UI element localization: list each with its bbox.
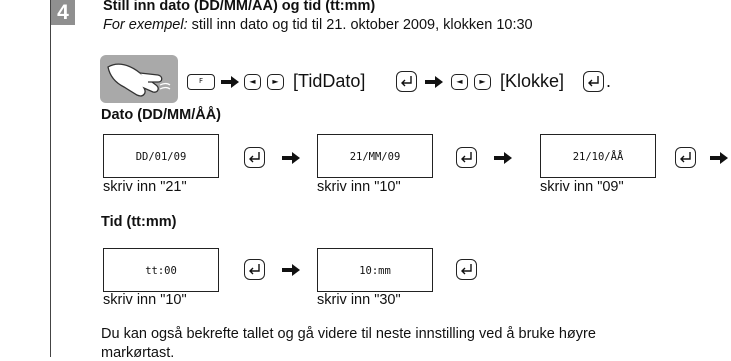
finger-press-icon: [100, 55, 178, 103]
lcd-display: tt:00: [103, 248, 219, 292]
input-caption: skriv inn "30": [317, 292, 401, 308]
example-text: still inn dato og tid til 21. oktober 20…: [187, 17, 533, 33]
right-cursor-key-icon: ►: [474, 74, 491, 90]
enter-key-icon: [396, 71, 417, 92]
input-caption: skriv inn "10": [317, 179, 401, 195]
function-key-icon: F: [187, 74, 215, 90]
example-line: For exempel: still inn dato og tid til 2…: [103, 17, 533, 33]
example-prefix: For exempel:: [103, 17, 188, 33]
sequence-period: .: [606, 71, 612, 91]
enter-key-icon: [675, 147, 696, 168]
enter-key-icon: [244, 259, 265, 280]
left-cursor-key-icon: ◄: [451, 74, 468, 90]
lcd-display: 21/MM/09: [317, 134, 433, 178]
enter-key-icon: [456, 147, 477, 168]
date-section-title: Dato (DD/MM/ÅÅ): [101, 107, 222, 123]
lcd-display: 21/10/ÅÅ: [540, 134, 656, 178]
left-margin-rule: [50, 0, 51, 357]
note-line-2: markørtast.: [101, 345, 175, 361]
lcd-display: DD/01/09: [103, 134, 219, 178]
time-section-title: Tid (tt:mm): [101, 214, 177, 230]
right-arrow-icon: [425, 76, 443, 88]
input-caption: skriv inn "10": [103, 292, 187, 308]
right-arrow-icon: [282, 152, 300, 164]
lcd-display: 10:mm: [317, 248, 433, 292]
left-cursor-key-icon: ◄: [244, 74, 261, 90]
step-heading: Still inn dato (DD/MM/ÅÅ) og tid (tt:mm): [103, 0, 376, 14]
klokke-label: [Klokke]: [500, 71, 565, 91]
input-caption: skriv inn "09": [540, 179, 624, 195]
right-arrow-icon: [494, 152, 512, 164]
right-arrow-icon: [282, 264, 300, 276]
note-line-1: Du kan også bekrefte tallet og gå videre…: [101, 326, 596, 342]
right-arrow-icon: [710, 152, 728, 164]
tiddato-label: [TidDato]: [293, 71, 366, 91]
right-cursor-key-icon: ►: [267, 74, 284, 90]
step-number-badge: 4: [51, 0, 75, 25]
enter-key-icon: [456, 259, 477, 280]
enter-key-icon: [244, 147, 265, 168]
right-arrow-icon: [221, 76, 239, 88]
enter-key-icon: [583, 71, 604, 92]
input-caption: skriv inn "21": [103, 179, 187, 195]
